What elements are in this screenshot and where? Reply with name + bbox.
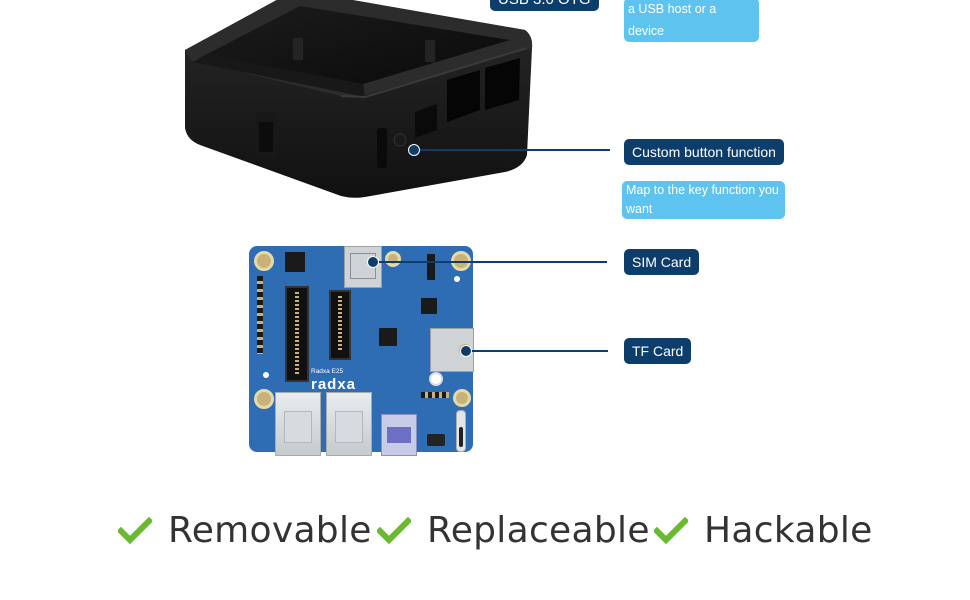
board-model-text: Radxa E25 bbox=[311, 368, 344, 375]
small-pin-header bbox=[421, 392, 449, 398]
chip bbox=[421, 298, 437, 314]
tf-card-label: TF Card bbox=[624, 338, 692, 364]
feature-hackable: Hackable bbox=[654, 505, 873, 555]
board-brand-logo: radxa bbox=[311, 376, 357, 393]
button-leader-line bbox=[415, 149, 610, 151]
feature-replaceable: Replaceable bbox=[377, 505, 650, 555]
circuit-board: Radxa E25 radxa bbox=[249, 246, 474, 456]
feature-label: Removable bbox=[168, 509, 372, 551]
feature-removable: Removable bbox=[118, 505, 372, 555]
sim-leader-line bbox=[376, 261, 607, 263]
mount-hole bbox=[453, 389, 471, 407]
m2-slot bbox=[329, 290, 351, 360]
mount-hole bbox=[254, 251, 274, 271]
usb-c-port bbox=[427, 434, 445, 446]
board-marker bbox=[429, 372, 443, 386]
chip bbox=[285, 252, 305, 272]
button-function-description: Map to the key function you want bbox=[622, 181, 785, 219]
tf-leader-line bbox=[468, 350, 608, 352]
pin-header bbox=[257, 276, 263, 354]
button-function-label: Custom button function bbox=[624, 139, 784, 165]
sim-pointer-dot bbox=[367, 256, 379, 268]
chip bbox=[379, 328, 397, 346]
board-marker bbox=[263, 372, 269, 378]
power-jack bbox=[456, 410, 466, 452]
checkmark-icon bbox=[377, 516, 411, 545]
m2-slot bbox=[285, 286, 309, 382]
checkmark-icon bbox=[118, 516, 152, 545]
feature-label: Hackable bbox=[704, 509, 873, 551]
tf-pointer-dot bbox=[460, 345, 472, 357]
board-marker bbox=[454, 276, 460, 282]
otg-description: a USB host or a device bbox=[624, 0, 759, 42]
checkmark-icon bbox=[654, 516, 688, 545]
button-pointer-dot bbox=[408, 144, 420, 156]
feature-label: Replaceable bbox=[427, 509, 650, 551]
sim-card-label: SIM Card bbox=[624, 249, 700, 275]
usb3-port bbox=[381, 414, 417, 456]
chip bbox=[427, 254, 435, 280]
otg-label: USB 3.0 OTG bbox=[490, 0, 599, 11]
enclosure-case-image bbox=[185, 0, 533, 198]
ethernet-port bbox=[275, 392, 321, 456]
mount-hole bbox=[254, 389, 274, 409]
ethernet-port bbox=[326, 392, 372, 456]
mount-hole bbox=[385, 251, 401, 267]
